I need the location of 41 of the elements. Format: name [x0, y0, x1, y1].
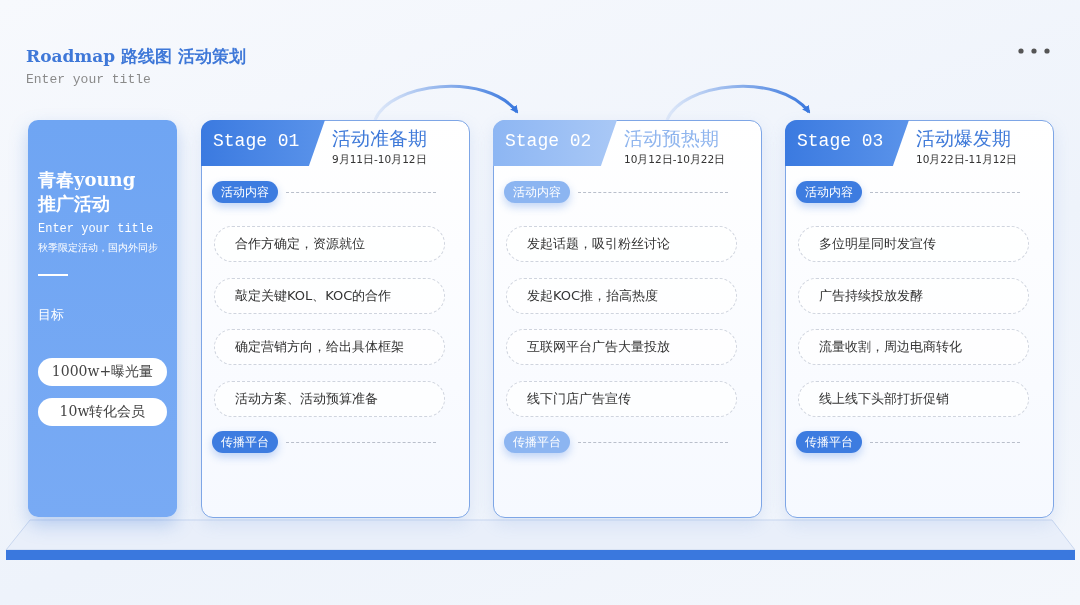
- task-item: 互联网平台广告大量投放: [506, 329, 737, 365]
- task-item: 流量收割，周边电商转化: [798, 329, 1029, 365]
- date-range: 9月11日-10月12日: [332, 153, 427, 167]
- task-item: 确定营销方向，给出具体框架: [214, 329, 445, 365]
- date-range: 10月12日-10月22日: [624, 153, 726, 167]
- section-pill: 活动内容: [504, 181, 570, 203]
- panel-description: 秋季限定活动，国内外同步: [38, 241, 159, 255]
- stage-title: 活动爆发期: [916, 126, 1011, 151]
- task-item: 广告持续投放发酵: [798, 277, 1029, 314]
- section-pill: 活动内容: [796, 181, 862, 203]
- panel-heading: 青春young 推广活动: [38, 168, 137, 216]
- task-item: 合作方确定，资源就位: [214, 226, 445, 262]
- stage-tab: Stage 01: [201, 120, 325, 166]
- stage-title: 活动预热期: [624, 126, 719, 151]
- curved-arrow: [373, 85, 519, 121]
- page-subtitle: Enter your title: [26, 72, 151, 87]
- section-pill: 活动内容: [212, 181, 278, 203]
- goal-pill: 10w转化会员: [38, 398, 167, 426]
- task-item: 发起KOC推，抬高热度: [506, 277, 737, 314]
- task-item: 线上线下头部打折促销: [798, 380, 1029, 417]
- section-pill: 传播平台: [796, 431, 862, 453]
- task-item: 线下门店广告宣传: [506, 380, 737, 417]
- stage-card: [201, 120, 470, 518]
- goal-heading: 目标: [38, 306, 65, 324]
- task-item: 多位明星同时发宣传: [798, 226, 1029, 262]
- side-panel: [28, 120, 177, 517]
- task-item: 发起话题，吸引粉丝讨论: [506, 226, 737, 262]
- goal-pill: 1000w+曝光量: [38, 358, 167, 386]
- page-title: Roadmap 路线图 活动策划: [26, 45, 247, 68]
- stage-tab: Stage 03: [785, 120, 909, 166]
- stage-tab: Stage 02: [493, 120, 617, 166]
- date-range: 10月22日-11月12日: [916, 153, 1018, 167]
- stage-card: [493, 120, 762, 518]
- stage-title: 活动准备期: [332, 126, 427, 151]
- stage-card: [785, 120, 1054, 518]
- panel-subtitle: Enter your title: [38, 222, 155, 236]
- task-item: 活动方案、活动预算准备: [214, 380, 445, 417]
- curved-arrow: [665, 85, 811, 121]
- section-pill: 传播平台: [504, 431, 570, 453]
- section-pill: 传播平台: [212, 431, 278, 453]
- task-item: 敲定关键KOL、KOC的合作: [214, 277, 445, 314]
